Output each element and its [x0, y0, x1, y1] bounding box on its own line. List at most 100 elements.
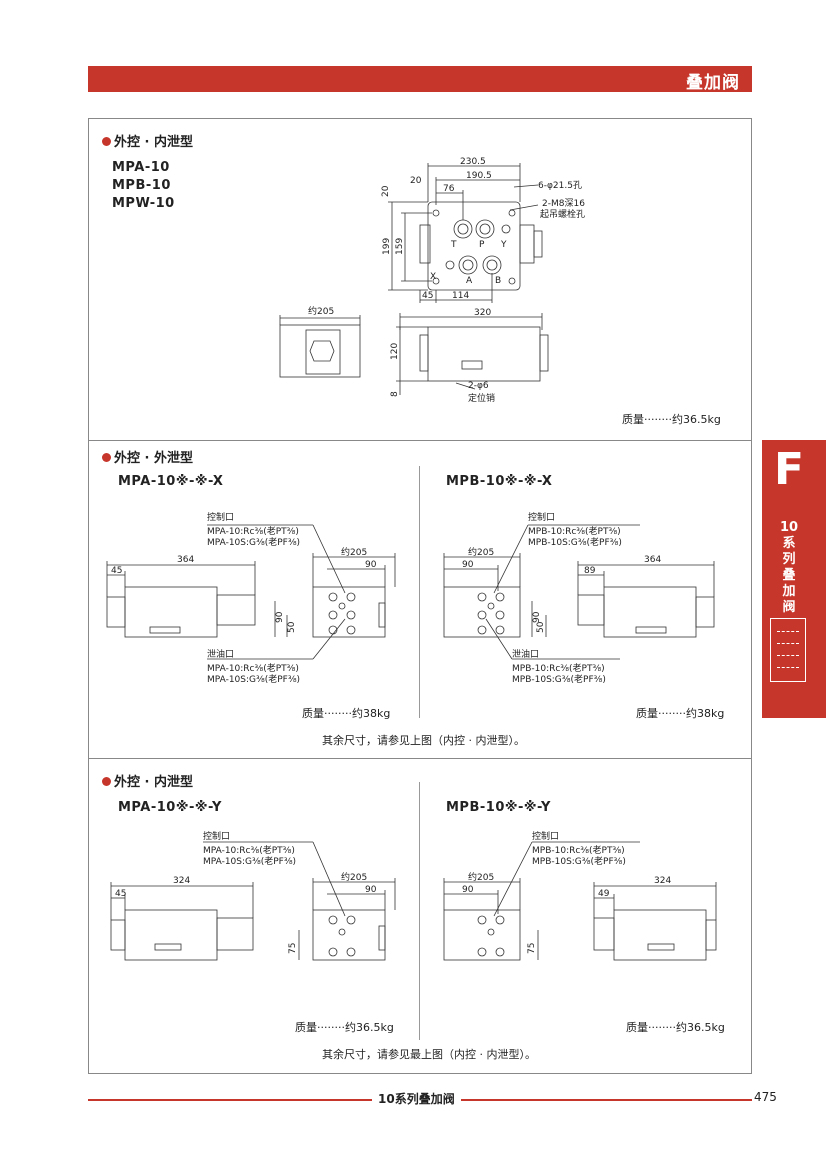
svg-text:89: 89 — [584, 566, 596, 576]
tab-letter: F — [773, 444, 805, 495]
tab-char: 加 — [782, 584, 796, 599]
svg-text:45: 45 — [111, 566, 122, 576]
svg-text:起吊螺栓孔: 起吊螺栓孔 — [540, 208, 585, 220]
svg-text:2-φ6: 2-φ6 — [468, 381, 489, 391]
svg-text:90: 90 — [365, 885, 377, 895]
column-divider-2 — [419, 466, 420, 718]
svg-text:控制口: 控制口 — [532, 830, 559, 842]
svg-text:控制口: 控制口 — [203, 830, 230, 842]
model-label: MPB-10※-※-X — [446, 474, 553, 489]
svg-text:20: 20 — [410, 176, 422, 186]
svg-text:90: 90 — [462, 885, 474, 895]
section-divider-1 — [88, 440, 752, 441]
section-note: 其余尺寸，请参见上图（内控 · 内泄型）。 — [322, 734, 525, 747]
svg-text:控制口: 控制口 — [207, 511, 234, 523]
model-label: MPB-10 — [112, 178, 171, 193]
section-tab: F 10 系 列 叠 加 阀 — [762, 440, 826, 718]
svg-text:90: 90 — [462, 560, 474, 570]
weight-label: 质量········约36.5kg — [295, 1021, 394, 1034]
section2-title: 外控 · 外泄型 — [102, 447, 193, 466]
svg-text:约205: 约205 — [341, 871, 367, 883]
svg-text:泄油口: 泄油口 — [207, 648, 234, 660]
svg-text:MPB-10:Rc⅜(老PT⅜): MPB-10:Rc⅜(老PT⅜) — [532, 844, 625, 856]
page-title: 叠加阀 — [686, 73, 740, 93]
svg-text:MPA-10S:G⅜(老PF⅜): MPA-10S:G⅜(老PF⅜) — [203, 855, 296, 867]
svg-text:MPB-10S:G⅜(老PF⅜): MPB-10S:G⅜(老PF⅜) — [532, 855, 626, 867]
svg-text:45: 45 — [115, 889, 126, 899]
svg-text:190.5: 190.5 — [466, 171, 492, 181]
svg-text:90: 90 — [532, 611, 542, 623]
weight-label: 质量········约36.5kg — [626, 1021, 725, 1034]
tab-char: 系 — [782, 536, 796, 551]
valve-front-view — [427, 326, 541, 382]
weight-label: 质量········约36.5kg — [622, 413, 721, 426]
section3-left-drawing: 控制口 MPA-10:Rc⅜(老PT⅜) MPA-10S:G⅜(老PF⅜) 32… — [110, 830, 396, 961]
svg-text:P: P — [479, 240, 485, 250]
svg-text:6-φ21.5孔: 6-φ21.5孔 — [538, 180, 582, 191]
model-label: MPA-10 — [112, 160, 170, 175]
section1-drawing: 230.5 20 190.5 76 6-φ21.5孔 2-M8深16 起吊螺栓孔… — [279, 157, 585, 404]
svg-text:MPB-10S:G⅜(老PF⅜): MPB-10S:G⅜(老PF⅜) — [512, 673, 606, 685]
svg-text:X: X — [430, 272, 436, 282]
section-note: 其余尺寸，请参见最上图（内控 · 内泄型）。 — [322, 1048, 536, 1061]
content-frame — [88, 118, 752, 1074]
tab-series-label: 10 系 列 叠 加 阀 — [772, 520, 806, 616]
svg-text:A: A — [466, 276, 473, 286]
svg-text:199: 199 — [382, 238, 392, 255]
tab-icon-box — [770, 618, 806, 682]
svg-text:约205: 约205 — [468, 546, 494, 558]
svg-text:90: 90 — [275, 611, 285, 623]
svg-text:MPA-10S:G⅜(老PF⅜): MPA-10S:G⅜(老PF⅜) — [207, 536, 300, 548]
page-number: 475 — [754, 1090, 777, 1104]
svg-text:364: 364 — [177, 555, 194, 565]
tab-char: 列 — [782, 552, 796, 567]
svg-text:约205: 约205 — [341, 546, 367, 558]
svg-text:2-M8深16: 2-M8深16 — [542, 198, 585, 209]
section3-title: 外控 · 内泄型 — [102, 771, 193, 790]
model-label: MPA-10※-※-X — [118, 474, 224, 489]
svg-text:T: T — [450, 240, 457, 250]
weight-label: 质量········约38kg — [302, 707, 391, 720]
valve-side-view — [279, 324, 361, 378]
svg-text:MPB-10S:G⅜(老PF⅜): MPB-10S:G⅜(老PF⅜) — [528, 536, 622, 548]
svg-text:159: 159 — [395, 238, 405, 255]
svg-text:MPB-10:Rc⅜(老PT⅜): MPB-10:Rc⅜(老PT⅜) — [512, 662, 605, 674]
footer-title: 10系列叠加阀 — [372, 1090, 461, 1107]
model-label: MPB-10※-※-Y — [446, 800, 551, 815]
svg-text:MPA-10S:G⅜(老PF⅜): MPA-10S:G⅜(老PF⅜) — [207, 673, 300, 685]
svg-text:90: 90 — [365, 560, 377, 570]
svg-text:Y: Y — [500, 240, 507, 250]
svg-text:45: 45 — [422, 291, 433, 301]
svg-text:50: 50 — [287, 621, 297, 633]
section2-right-drawing: 控制口 MPB-10:Rc⅜(老PT⅜) MPB-10S:G⅜(老PF⅜) 约2… — [443, 511, 715, 685]
svg-text:49: 49 — [598, 889, 610, 899]
svg-text:324: 324 — [654, 876, 671, 886]
tab-char: 阀 — [782, 600, 796, 615]
tab-char: 10 — [779, 520, 799, 535]
svg-text:B: B — [495, 276, 501, 286]
svg-text:50: 50 — [536, 621, 546, 633]
section3-right-drawing: 控制口 MPB-10:Rc⅜(老PT⅜) MPB-10S:G⅜(老PF⅜) 约2… — [443, 830, 717, 961]
svg-text:114: 114 — [452, 291, 469, 301]
svg-text:MPA-10:Rc⅜(老PT⅜): MPA-10:Rc⅜(老PT⅜) — [207, 662, 299, 674]
svg-text:定位销: 定位销 — [468, 392, 495, 404]
svg-text:75: 75 — [288, 943, 298, 954]
tab-char: 叠 — [782, 568, 796, 583]
svg-text:75: 75 — [527, 943, 537, 954]
section-divider-2 — [88, 758, 752, 759]
header-bar: 叠加阀 — [88, 66, 752, 93]
svg-text:8: 8 — [390, 391, 400, 397]
svg-text:324: 324 — [173, 876, 190, 886]
svg-text:120: 120 — [390, 343, 400, 360]
svg-text:约205: 约205 — [468, 871, 494, 883]
svg-text:320: 320 — [474, 308, 491, 318]
bullet-dot-icon — [102, 453, 111, 462]
svg-text:泄油口: 泄油口 — [512, 648, 539, 660]
svg-text:约205: 约205 — [308, 305, 334, 317]
svg-text:20: 20 — [381, 185, 391, 197]
model-label: MPA-10※-※-Y — [118, 800, 222, 815]
svg-text:76: 76 — [443, 184, 455, 194]
svg-text:控制口: 控制口 — [528, 511, 555, 523]
model-label: MPW-10 — [112, 196, 175, 211]
section2-left-drawing: 控制口 MPA-10:Rc⅜(老PT⅜) MPA-10S:G⅜(老PF⅜) 36… — [106, 511, 396, 685]
